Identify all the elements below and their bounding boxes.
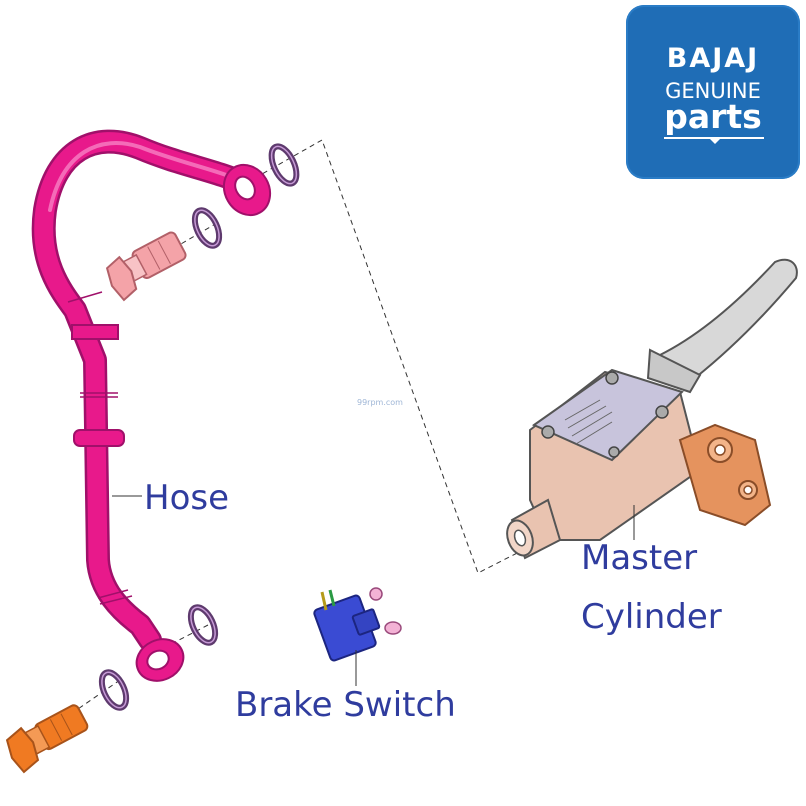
banjo-bolt-top-icon [105,231,187,302]
master-cylinder [506,258,798,560]
brake-switch-icon [313,587,402,662]
bajaj-genuine-parts-logo: BAJAJ GENUINE parts [626,5,800,179]
brake-hose [31,129,272,682]
banjo-bolt-bottom-icon [5,704,89,774]
logo-brand: BAJAJ [666,43,760,74]
label-master-cylinder-line1: Master [581,538,698,578]
label-hose: Hose [144,478,229,518]
label-leader-lines [112,495,635,686]
label-brake-switch: Brake Switch [235,685,456,725]
logo-genuine: GENUINE [665,79,761,103]
label-master-cylinder-line2: Cylinder [581,597,722,637]
watermark: 99rpm.com [357,398,403,407]
logo-parts: parts [664,97,762,136]
logo-arrow-icon [709,138,721,144]
